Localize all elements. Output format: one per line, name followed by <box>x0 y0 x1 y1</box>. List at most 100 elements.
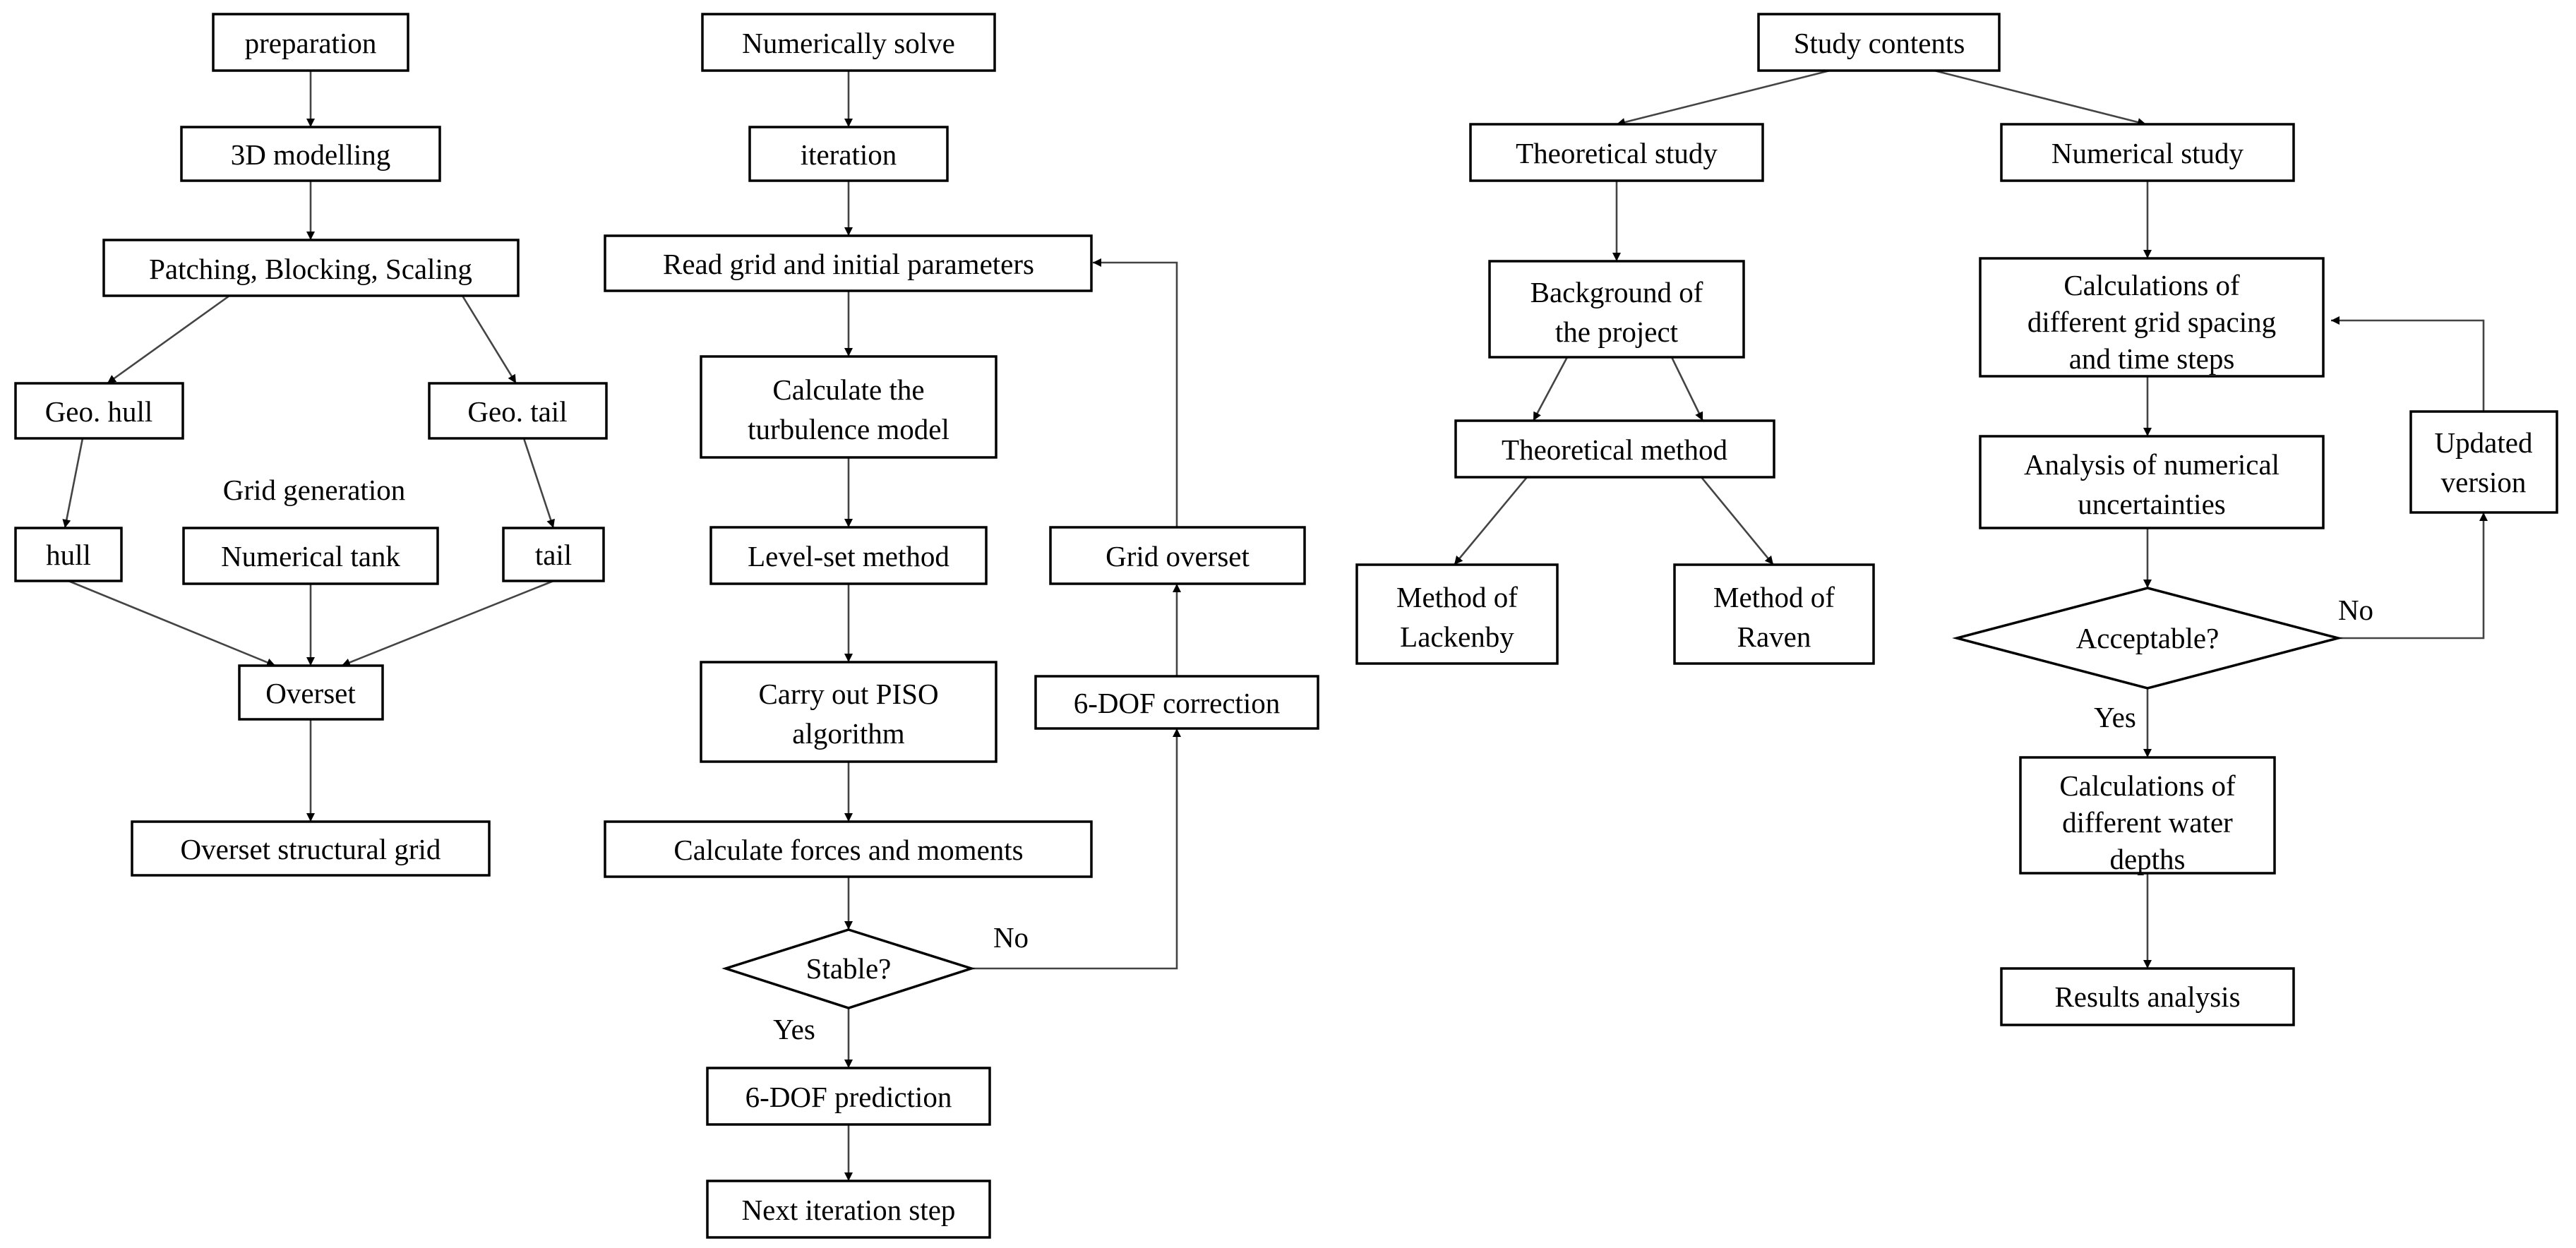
arrow-background-to-method-right <box>1670 356 1704 421</box>
arrow-patching-to-geo-hull <box>107 294 230 385</box>
raven-box <box>1673 563 1875 665</box>
lackenby-box <box>1355 563 1559 665</box>
numerical-tank-label: Numerical tank <box>221 540 400 572</box>
next-iteration-box <box>706 1180 991 1239</box>
raven-line-2: Raven <box>1737 620 1811 653</box>
stable-yes-label: Yes <box>773 1013 815 1045</box>
read-grid-box <box>604 234 1093 292</box>
theoretical-method-box <box>1454 419 1775 479</box>
next-iteration-label: Next iteration step <box>742 1194 956 1226</box>
arrow-updated-to-grid-spacing <box>2331 316 2485 412</box>
numerically-solve-box <box>701 13 996 72</box>
lackenby-line-1: Method of <box>1396 581 1518 613</box>
dof-correction-box <box>1034 675 1319 730</box>
arrow-method-to-raven <box>1700 476 1775 565</box>
updated-version-line-1: Updated <box>2435 426 2533 459</box>
arrow-study-to-theoretical <box>1616 69 1831 126</box>
overset-structural-grid-label: Overset structural grid <box>181 833 441 865</box>
water-depths-box <box>2019 756 2276 875</box>
piso-line-2: algorithm <box>792 717 905 750</box>
arrow-geo-tail-to-tail <box>522 438 555 529</box>
tail-label: tail <box>535 539 572 571</box>
geo-tail-label: Geo. tail <box>467 395 567 428</box>
theoretical-method-label: Theoretical method <box>1502 433 1727 466</box>
stable-decision-label: Stable? <box>806 952 892 985</box>
numerical-study-box <box>2000 123 2295 182</box>
right-flowchart: Study contents Theoretical study Numeric… <box>1355 13 2558 1026</box>
lackenby-line-2: Lackenby <box>1400 620 1514 653</box>
arrow-acceptable-no-to-updated <box>2338 512 2488 640</box>
theoretical-study-label: Theoretical study <box>1516 137 1718 169</box>
turbulence-model-line-2: turbulence model <box>748 413 949 445</box>
overset-label: Overset <box>265 677 356 709</box>
3d-modelling-box <box>180 126 441 182</box>
uncertainties-line-2: uncertainties <box>2078 488 2225 520</box>
preparation-box <box>212 13 409 72</box>
arrow-patching-to-geo-tail <box>461 295 517 384</box>
piso-box <box>700 661 998 763</box>
turbulence-model-line-1: Calculate the <box>772 373 924 406</box>
grid-overset-label: Grid overset <box>1106 540 1250 572</box>
updated-version-box <box>2409 410 2558 514</box>
numerical-tank-box <box>182 527 439 585</box>
grid-spacing-line-1: Calculations of <box>2063 269 2240 301</box>
acceptable-decision-label: Acceptable? <box>2076 622 2219 654</box>
updated-version-line-2: version <box>2441 466 2527 498</box>
overset-box <box>238 664 384 721</box>
raven-line-1: Method of <box>1713 581 1835 613</box>
arrow-stable-no-to-correction <box>971 728 1181 970</box>
uncertainties-box <box>1979 435 2325 529</box>
level-set-box <box>709 526 988 585</box>
water-depths-line-1: Calculations of <box>2059 769 2236 802</box>
piso-line-1: Carry out PISO <box>758 678 938 710</box>
read-grid-label: Read grid and initial parameters <box>663 248 1034 280</box>
3d-modelling-label: 3D modelling <box>231 138 391 171</box>
background-line-1: Background of <box>1530 276 1703 308</box>
left-flowchart: preparation 3D modelling Patching, Block… <box>14 13 608 877</box>
geo-hull-label: Geo. hull <box>45 395 153 428</box>
dof-prediction-box <box>706 1067 991 1126</box>
acceptable-decision-diamond <box>1952 587 2343 690</box>
acceptable-yes-label: Yes <box>2094 701 2136 733</box>
background-box <box>1488 260 1745 359</box>
arrow-tail-to-overset <box>341 580 554 667</box>
uncertainties-line-1: Analysis of numerical <box>2024 448 2280 481</box>
overset-structural-grid-box <box>131 820 491 877</box>
geo-tail-box <box>428 382 608 440</box>
arrow-geo-hull-to-hull <box>62 438 84 529</box>
arrow-study-to-numerical <box>1934 69 2147 126</box>
study-contents-label: Study contents <box>1794 27 1965 59</box>
middle-flowchart: Numerically solve iteration Read grid an… <box>604 13 1319 1239</box>
background-line-2: the project <box>1555 316 1679 348</box>
turbulence-model-box <box>700 355 998 459</box>
theoretical-study-box <box>1469 123 1764 182</box>
grid-overset-box <box>1049 526 1306 585</box>
arrow-hull-to-overset <box>68 580 276 667</box>
arrow-method-to-lackenby <box>1453 476 1528 565</box>
grid-spacing-box <box>1979 257 2325 378</box>
patching-box <box>102 239 520 297</box>
water-depths-line-3: depths <box>2109 843 2185 875</box>
hull-label: hull <box>46 539 91 571</box>
forces-moments-box <box>604 820 1093 878</box>
stable-no-label: No <box>993 921 1029 954</box>
geo-hull-box <box>14 382 184 440</box>
dof-prediction-label: 6-DOF prediction <box>745 1081 952 1113</box>
level-set-label: Level-set method <box>748 540 949 572</box>
arrow-background-to-method-left <box>1532 356 1569 421</box>
iteration-label: iteration <box>801 138 897 171</box>
results-analysis-label: Results analysis <box>2054 980 2240 1013</box>
grid-generation-label: Grid generation <box>223 474 405 506</box>
preparation-label: preparation <box>245 27 377 59</box>
hull-box <box>14 527 123 582</box>
results-analysis-box <box>2000 967 2295 1026</box>
dof-correction-label: 6-DOF correction <box>1074 687 1281 719</box>
patching-label: Patching, Blocking, Scaling <box>149 253 472 285</box>
stable-decision-diamond <box>721 928 976 1009</box>
iteration-box <box>748 126 949 182</box>
numerically-solve-label: Numerically solve <box>742 27 955 59</box>
water-depths-line-2: different water <box>2062 806 2233 839</box>
grid-spacing-line-3: and time steps <box>2069 342 2235 375</box>
